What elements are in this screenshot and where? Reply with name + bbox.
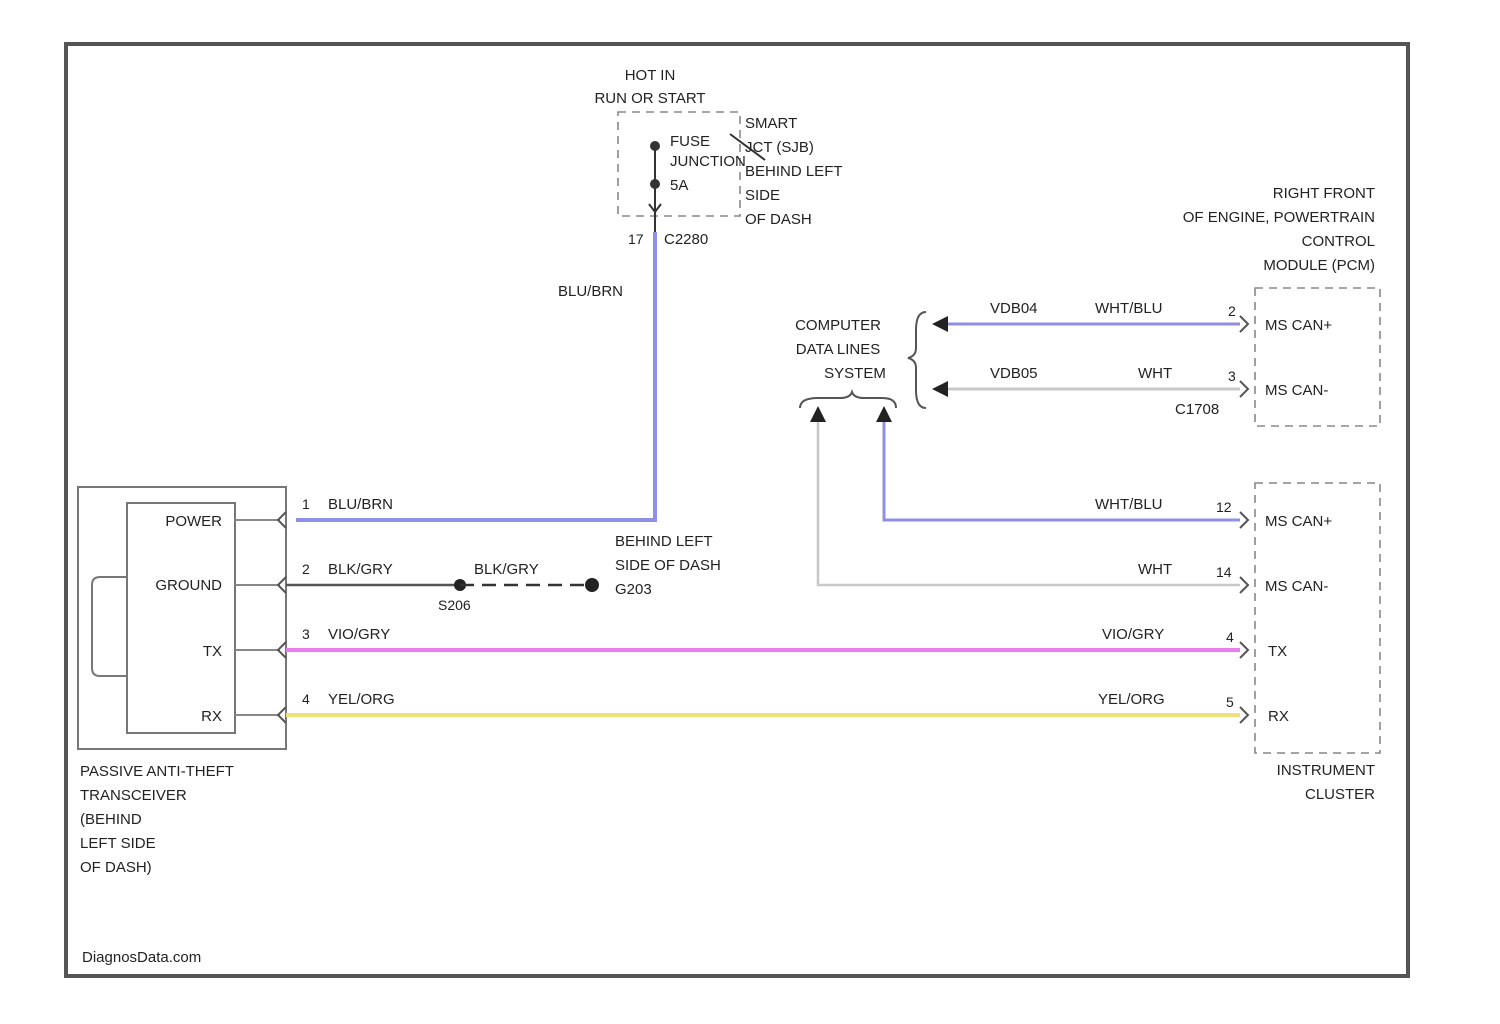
data-lines-bottom-brace bbox=[800, 392, 896, 408]
connector-chevron bbox=[278, 707, 286, 723]
sjb-location-1: SMART bbox=[745, 115, 797, 132]
connector-chevron bbox=[278, 512, 286, 528]
cluster-pin-1: 12 bbox=[1216, 499, 1232, 515]
cluster-wire-color-4: YEL/ORG bbox=[1098, 691, 1165, 708]
pcm-location-3: CONTROL bbox=[1302, 233, 1375, 250]
arrow-icon bbox=[810, 406, 826, 422]
connector-chevron bbox=[1240, 707, 1248, 723]
cluster-wire-color-2: WHT bbox=[1138, 561, 1172, 578]
pcm-location-1: RIGHT FRONT bbox=[1273, 185, 1375, 202]
sjb-location-4: SIDE bbox=[745, 187, 780, 204]
power-wire bbox=[296, 232, 655, 520]
fuse-rating: 5A bbox=[670, 177, 688, 194]
transceiver-pin-3: 3 bbox=[302, 626, 310, 642]
transceiver-module: POWER GROUND TX RX bbox=[78, 487, 286, 749]
instrument-cluster: MS CAN+ MS CAN- TX RX bbox=[1255, 483, 1380, 753]
connector-chevron bbox=[1240, 577, 1248, 593]
junction-label: JUNCTION bbox=[670, 153, 746, 170]
pcm-wire-color-2: WHT bbox=[1138, 365, 1172, 382]
cluster-pin-name-4: RX bbox=[1268, 708, 1289, 725]
fuse-label: FUSE bbox=[670, 133, 710, 150]
data-lines-label-2: DATA LINES bbox=[796, 341, 880, 358]
transceiver-wire-2-color: BLK/GRY bbox=[328, 561, 393, 578]
transceiver-wire-1-color: BLU/BRN bbox=[328, 496, 393, 513]
splice-id: S206 bbox=[438, 597, 471, 613]
watermark-text: DiagnosData.com bbox=[82, 949, 201, 966]
transceiver-caption-1: PASSIVE ANTI-THEFT bbox=[80, 763, 234, 780]
data-lines-brace bbox=[908, 312, 926, 408]
transceiver-row-ground: GROUND bbox=[155, 577, 222, 594]
run-or-start-label: RUN OR START bbox=[594, 90, 705, 107]
ground-location-2: SIDE OF DASH bbox=[615, 557, 721, 574]
connector-chevron bbox=[1240, 512, 1248, 528]
sjb-location-2: JCT (SJB) bbox=[745, 139, 814, 156]
cluster-caption-2: CLUSTER bbox=[1305, 786, 1375, 803]
cluster-pin-name-3: TX bbox=[1268, 643, 1287, 660]
cluster-pin-2: 14 bbox=[1216, 564, 1232, 580]
transceiver-caption-5: OF DASH) bbox=[80, 859, 152, 876]
transceiver-pin-4: 4 bbox=[302, 691, 310, 707]
pcm-connector-id: C1708 bbox=[1175, 401, 1219, 418]
transceiver-caption-4: LEFT SIDE bbox=[80, 835, 156, 852]
transceiver-caption-2: TRANSCEIVER bbox=[80, 787, 187, 804]
arrow-icon bbox=[876, 406, 892, 422]
diagram-frame bbox=[66, 44, 1408, 976]
sjb-location-3: BEHIND LEFT bbox=[745, 163, 843, 180]
hot-in-label: HOT IN bbox=[625, 67, 676, 84]
transceiver-row-power: POWER bbox=[165, 513, 222, 530]
transceiver-caption-3: (BEHIND bbox=[80, 811, 142, 828]
pcm-location-2: OF ENGINE, POWERTRAIN bbox=[1183, 209, 1375, 226]
cluster-caption-1: INSTRUMENT bbox=[1277, 762, 1375, 779]
sjb-pin-number: 17 bbox=[628, 231, 644, 247]
cluster-can-plus-wire bbox=[884, 422, 1240, 520]
cluster-wire-color-1: WHT/BLU bbox=[1095, 496, 1163, 513]
pcm-pin-ms-can-plus: MS CAN+ bbox=[1265, 317, 1332, 334]
cluster-pin-name-2: MS CAN- bbox=[1265, 578, 1328, 595]
ground-id: G203 bbox=[615, 581, 652, 598]
cluster-wire-color-3: VIO/GRY bbox=[1102, 626, 1164, 643]
pcm-module: MS CAN+ MS CAN- bbox=[1255, 288, 1380, 426]
pcm-pin-1: 2 bbox=[1228, 303, 1236, 319]
ground-wire-color: BLK/GRY bbox=[474, 561, 539, 578]
transceiver-pin-2: 2 bbox=[302, 561, 310, 577]
arrow-icon bbox=[932, 381, 948, 397]
cluster-pin-3: 4 bbox=[1226, 629, 1234, 645]
fuse-junction-block: FUSE JUNCTION 5A bbox=[618, 112, 765, 232]
transceiver-wire-4-color: YEL/ORG bbox=[328, 691, 395, 708]
connector-chevron bbox=[1240, 316, 1248, 332]
connector-chevron bbox=[278, 642, 286, 658]
transceiver-row-rx: RX bbox=[201, 708, 222, 725]
connector-chevron bbox=[1240, 642, 1248, 658]
pcm-pin-ms-can-minus: MS CAN- bbox=[1265, 382, 1328, 399]
cluster-pin-4: 5 bbox=[1226, 694, 1234, 710]
pcm-pin-2: 3 bbox=[1228, 368, 1236, 384]
sjb-location-5: OF DASH bbox=[745, 211, 812, 228]
ground-jumper bbox=[92, 577, 127, 676]
connector-chevron bbox=[1240, 381, 1248, 397]
transceiver-row-tx: TX bbox=[203, 643, 222, 660]
data-lines-label-3: SYSTEM bbox=[824, 365, 886, 382]
pcm-location-4: MODULE (PCM) bbox=[1263, 257, 1375, 274]
connector-chevron bbox=[278, 577, 286, 593]
cluster-can-minus-wire bbox=[818, 422, 1240, 585]
transceiver-pin-1: 1 bbox=[302, 496, 310, 512]
ground-location-1: BEHIND LEFT bbox=[615, 533, 713, 550]
arrow-icon bbox=[932, 316, 948, 332]
ground-icon bbox=[585, 578, 599, 592]
riser-wire-color: BLU/BRN bbox=[558, 283, 623, 300]
pcm-circuit-1: VDB04 bbox=[990, 300, 1038, 317]
transceiver-wire-3-color: VIO/GRY bbox=[328, 626, 390, 643]
data-lines-label-1: COMPUTER bbox=[795, 317, 881, 334]
sjb-connector-id: C2280 bbox=[664, 231, 708, 248]
pcm-circuit-2: VDB05 bbox=[990, 365, 1038, 382]
pcm-wire-color-1: WHT/BLU bbox=[1095, 300, 1163, 317]
cluster-pin-name-1: MS CAN+ bbox=[1265, 513, 1332, 530]
